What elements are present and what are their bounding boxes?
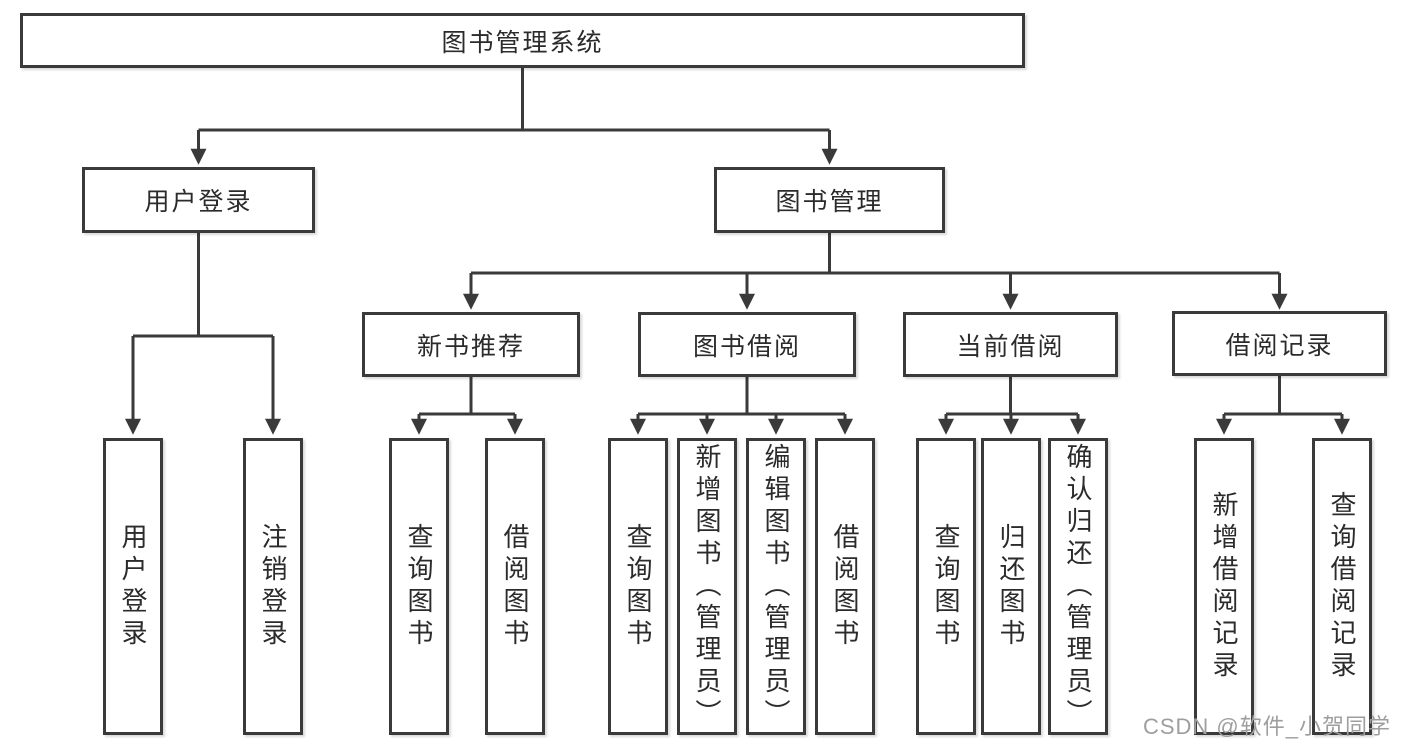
leaf-rec-borrow-books: 借阅图书 [485, 438, 545, 735]
leaf-bb-query-books: 查询图书 [608, 438, 668, 735]
leaf-label: 注销登录 [258, 522, 288, 651]
leaf-logout-login: 注销登录 [243, 438, 303, 735]
leaf-cb-confirm-return-admin: 确认归还（管理员） [1048, 438, 1108, 735]
leaf-add-borrow-record: 新增借阅记录 [1194, 438, 1254, 735]
node-new-book-recommend: 新书推荐 [362, 312, 580, 377]
leaf-label: 归还图书 [996, 522, 1026, 651]
edge-current-bar [946, 377, 1078, 416]
leaf-label: 编辑图书（管理员） [761, 442, 791, 731]
leaf-rec-query-books: 查询图书 [389, 438, 449, 735]
leaf-label: 查询图书 [623, 522, 653, 651]
node-label: 图书借阅 [692, 332, 801, 361]
node-book-borrowing: 图书借阅 [638, 312, 856, 377]
node-library-management-system: 图书管理系统 [20, 13, 1025, 68]
leaf-label: 查询图书 [931, 522, 961, 651]
leaf-query-borrow-record: 查询借阅记录 [1312, 438, 1372, 735]
leaf-label: 查询图书 [404, 522, 434, 651]
leaf-label: 新增图书（管理员） [692, 442, 722, 731]
leaf-label: 新增借阅记录 [1209, 490, 1239, 683]
node-borrowing-records: 借阅记录 [1172, 311, 1387, 376]
node-label: 新书推荐 [416, 332, 525, 361]
leaf-bb-borrow-books: 借阅图书 [815, 438, 875, 735]
leaf-label: 确认归还（管理员） [1063, 442, 1093, 731]
node-label: 图书管理系统 [441, 28, 604, 57]
leaf-label: 借阅图书 [500, 522, 530, 651]
leaf-cb-query-books: 查询图书 [916, 438, 976, 735]
leaf-bb-add-books-admin: 新增图书（管理员） [677, 438, 737, 735]
node-label: 图书管理 [775, 188, 884, 216]
csdn-watermark: CSDN @软件_小贺同学 [1142, 714, 1391, 739]
node-label: 用户登录 [144, 188, 253, 216]
leaf-label: 查询借阅记录 [1327, 490, 1357, 683]
node-current-borrowing: 当前借阅 [903, 312, 1118, 377]
node-user-login: 用户登录 [82, 167, 315, 233]
edge-book-borrow-bar [638, 377, 845, 416]
node-label: 借阅记录 [1225, 331, 1334, 360]
leaf-cb-return-books: 归还图书 [981, 438, 1041, 735]
leaf-user-login: 用户登录 [103, 438, 163, 735]
edge-book-mgmt-bar [471, 233, 1280, 275]
node-label: 当前借阅 [956, 332, 1065, 361]
leaf-label: 借阅图书 [830, 522, 860, 651]
edge-user-login-bar [133, 233, 273, 338]
edge-record-bar [1224, 376, 1342, 416]
edge-new-rec-bar [419, 377, 515, 416]
leaf-label: 用户登录 [118, 522, 148, 651]
node-book-management: 图书管理 [714, 167, 945, 233]
leaf-bb-edit-books-admin: 编辑图书（管理员） [746, 438, 806, 735]
